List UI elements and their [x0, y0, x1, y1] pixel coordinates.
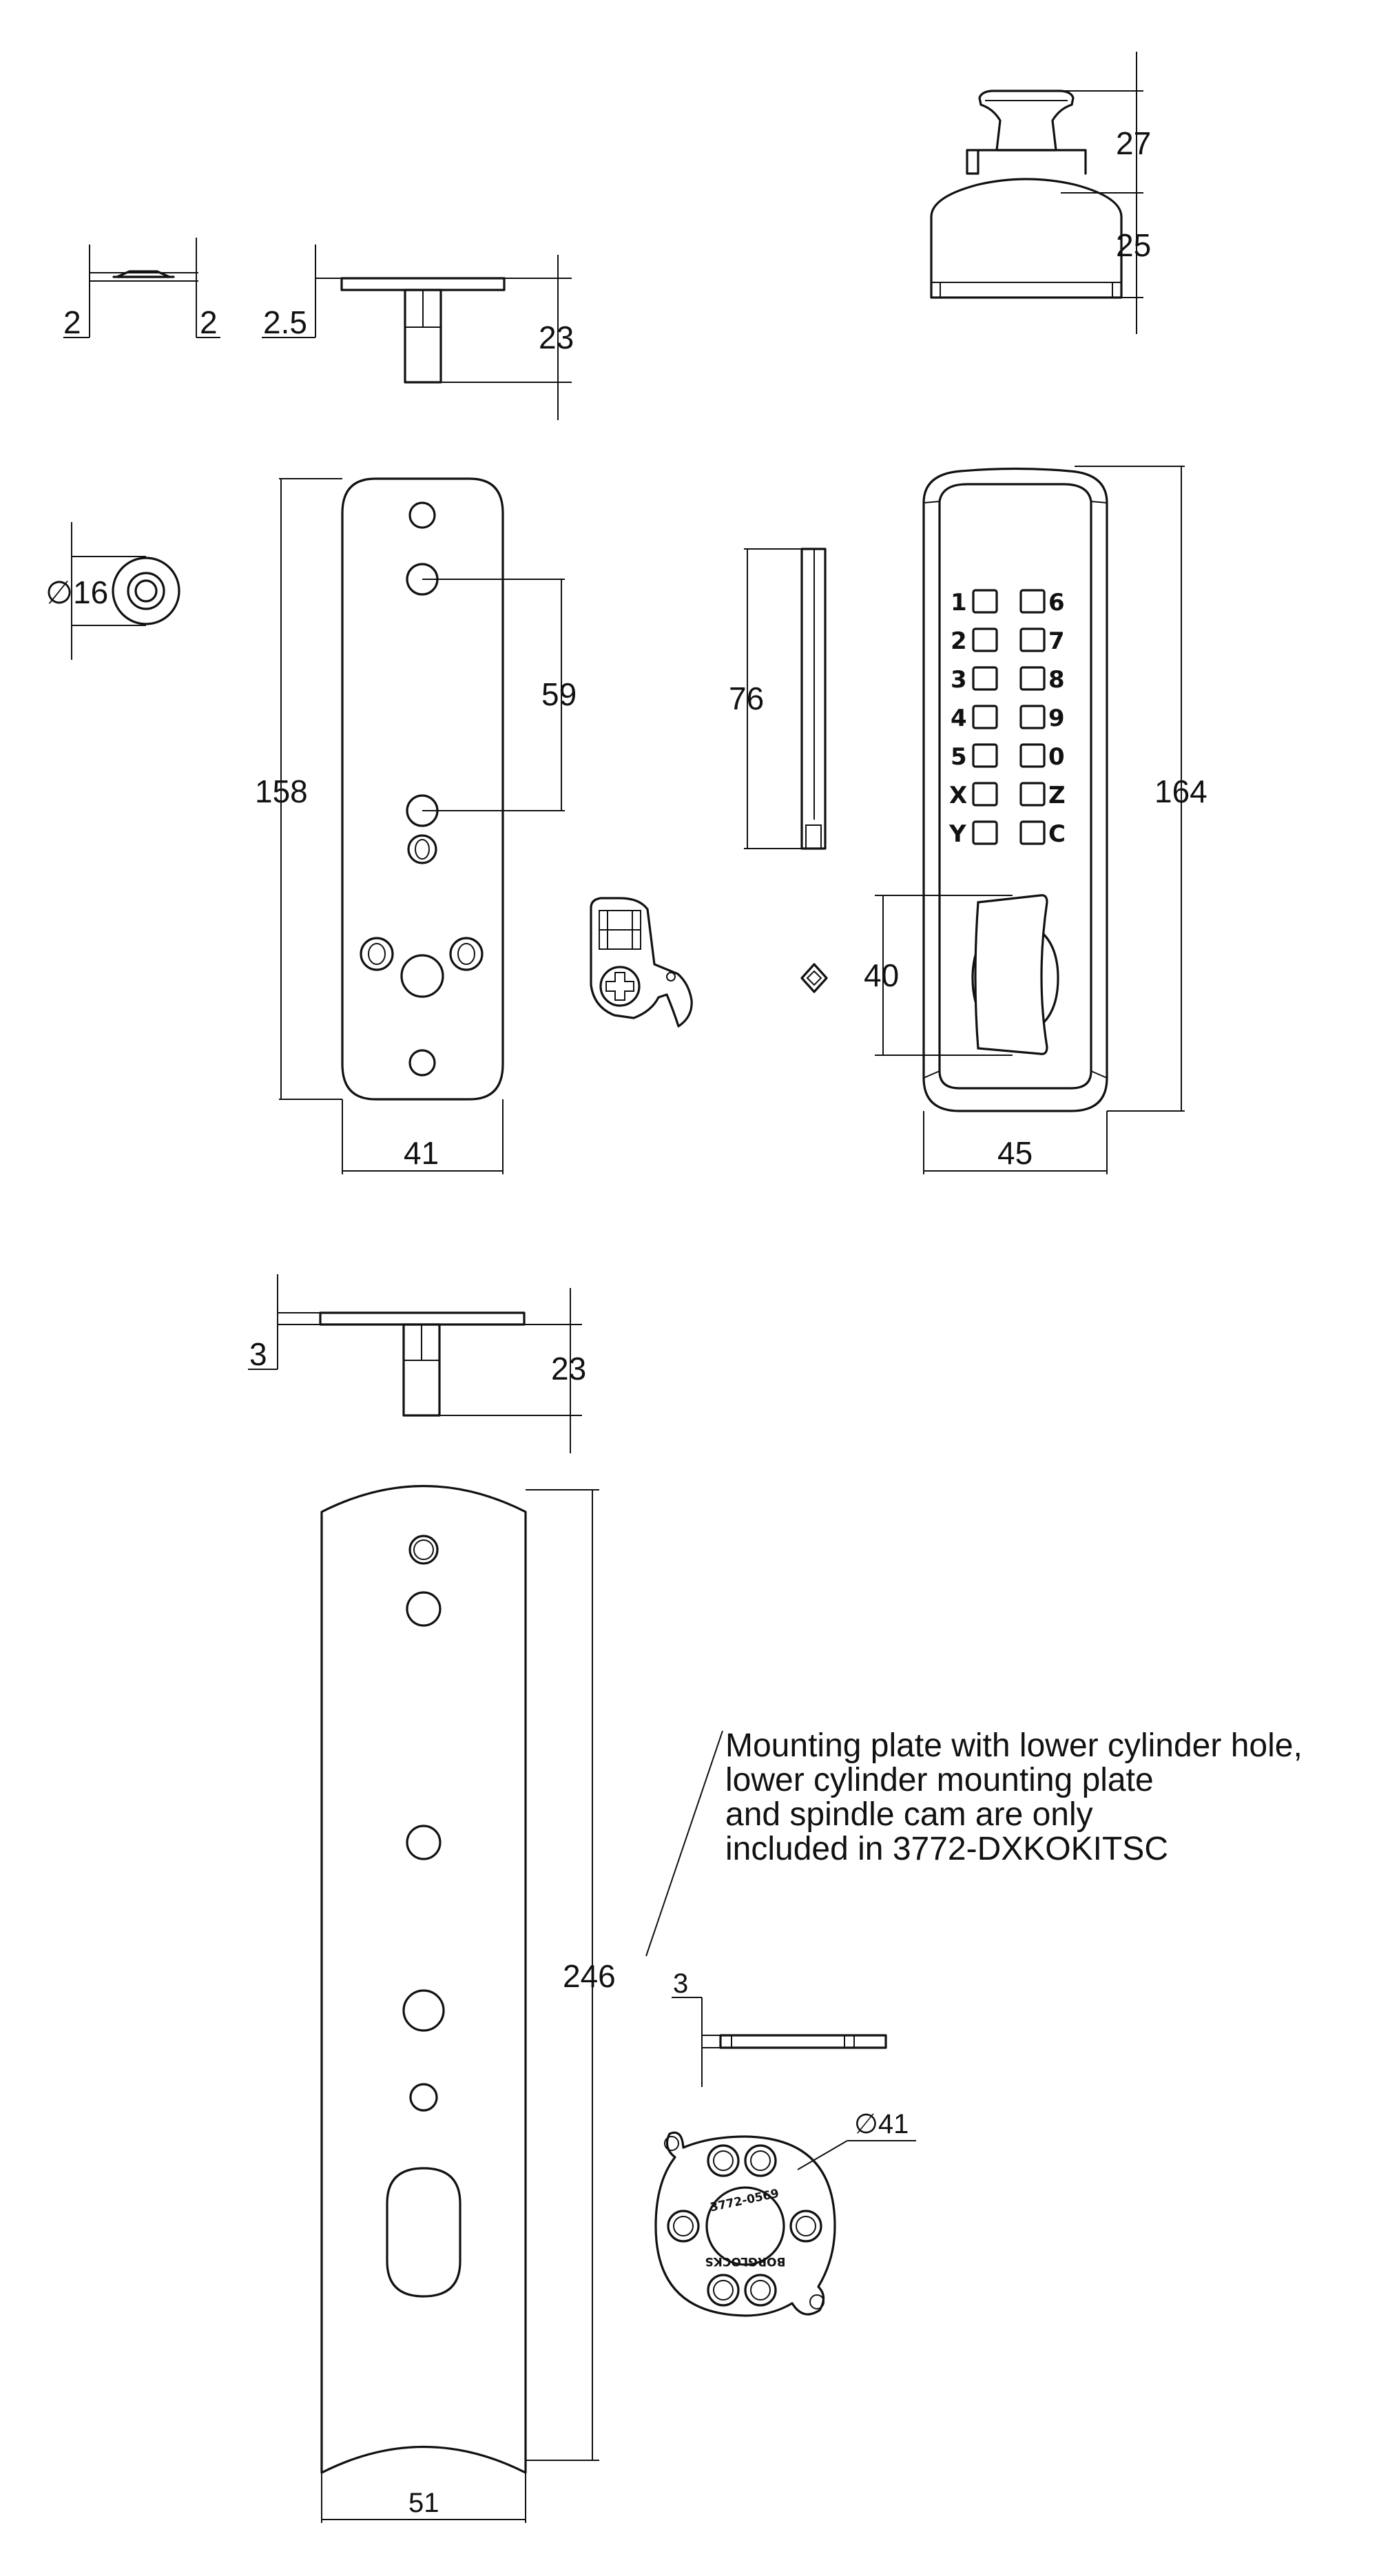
plate-stamp-bottom: BORGLOCKS — [705, 2254, 785, 2268]
dim-spindle-length: 76 — [729, 681, 764, 716]
dim-cam-spindle-length: 23 — [539, 320, 574, 355]
mounting-plate-front-view — [279, 477, 565, 1174]
keypad-key-5: 5 — [951, 743, 967, 771]
knob-side-view: 27 — [930, 52, 1143, 334]
dim-cam-flange: 2.5 — [263, 304, 307, 340]
dim-washer-diameter: ∅16 — [45, 574, 108, 610]
note-leader-line — [645, 1730, 723, 1957]
dim-keypad-width: 45 — [997, 1135, 1033, 1171]
keypad-key-y: Y — [948, 820, 966, 848]
lower-spindle-cam-side-view — [248, 1274, 582, 1453]
round-washer-front-view — [71, 522, 180, 660]
note-line-3: and spindle cam are only — [725, 1796, 1093, 1833]
dim-knob-height-label: 27 — [1116, 125, 1151, 161]
keypad-key-2: 2 — [951, 627, 967, 655]
keypad-key-9: 9 — [1048, 705, 1065, 732]
keypad-key-6: 6 — [1048, 589, 1065, 616]
note-line-2: lower cylinder mounting plate — [725, 1762, 1154, 1798]
dim-mount-plate-hole-spacing: 59 — [541, 676, 577, 712]
dim-thumbturn-height: 40 — [864, 957, 899, 993]
washer-side-view — [63, 238, 220, 338]
dim-washer-right: 2 — [200, 304, 218, 340]
dim-long-plate-width: 51 — [408, 2488, 439, 2518]
keypad-key-4: 4 — [951, 705, 967, 732]
dim-lower-cam-flange: 3 — [249, 1336, 267, 1372]
keypad-key-x: X — [949, 782, 967, 809]
keypad-key-7: 7 — [1048, 627, 1065, 655]
long-mounting-plate-front-view — [320, 1484, 599, 2523]
keypad-key-1: 1 — [951, 589, 967, 616]
dim-mount-plate-height: 158 — [255, 773, 308, 809]
lower-cylinder-plate-side-view — [672, 1997, 887, 2087]
dim-long-plate-height: 246 — [563, 1958, 616, 1994]
keypad-key-c: C — [1048, 820, 1066, 848]
dim-lower-cylinder-plate-thickness: 3 — [673, 1969, 688, 1999]
keypad-key-0: 0 — [1048, 743, 1065, 771]
spindle-cam-side-view — [262, 245, 572, 420]
keypad-key-z: Z — [1048, 782, 1066, 809]
keypad-front-view — [875, 466, 1185, 1174]
note-line-4: included in 3772-DXKOKITSC — [725, 1831, 1168, 1867]
spindle-bar — [744, 548, 827, 850]
lower-cylinder-plate-front-view — [654, 2131, 916, 2317]
dim-lower-cam-spindle-length: 23 — [551, 1351, 586, 1386]
dim-mount-plate-width: 41 — [404, 1135, 439, 1171]
dim-knob-base-height: 25 — [1116, 227, 1151, 263]
dim-keypad-height: 164 — [1154, 773, 1207, 809]
latch-cam-mechanism — [590, 897, 693, 1028]
dim-washer-left: 2 — [63, 304, 81, 340]
keypad-key-8: 8 — [1048, 666, 1065, 694]
plate-stamp-top: 3772-0569 — [709, 2187, 780, 2215]
square-spindle-end — [800, 963, 828, 993]
dim-lower-cylinder-plate-diameter: ∅41 — [854, 2109, 909, 2139]
keypad-key-3: 3 — [951, 666, 967, 694]
note-line-1: Mounting plate with lower cylinder hole, — [725, 1727, 1303, 1764]
